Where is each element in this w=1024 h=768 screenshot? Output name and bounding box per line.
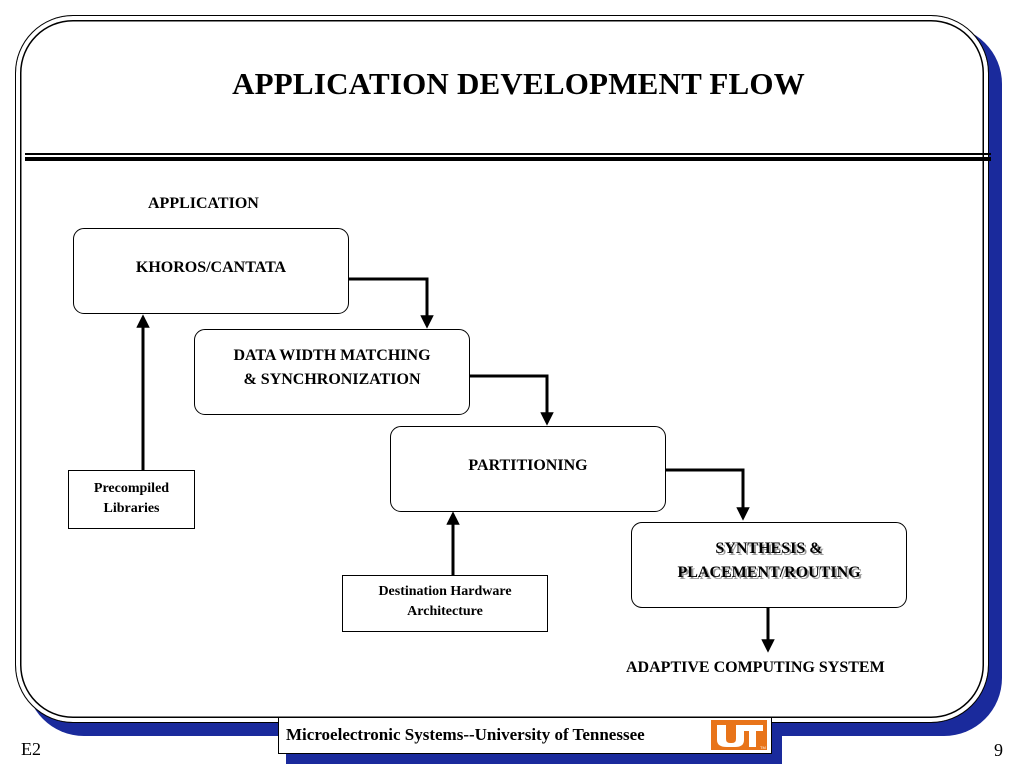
input-hardware-line1: Destination Hardware bbox=[378, 584, 512, 599]
step-data-width-line2: & SYNCHRONIZATION bbox=[243, 371, 421, 388]
title-rule-thick bbox=[25, 157, 991, 161]
input-destination-hardware: Destination Hardware Architecture bbox=[342, 575, 548, 632]
application-label: APPLICATION bbox=[148, 195, 259, 212]
title-rule-thin bbox=[25, 153, 991, 155]
step-data-width-matching: DATA WIDTH MATCHING & SYNCHRONIZATION bbox=[194, 329, 470, 415]
input-libraries-line2: Libraries bbox=[103, 501, 160, 516]
svg-text:TM: TM bbox=[760, 745, 766, 750]
step-data-width-line1: DATA WIDTH MATCHING bbox=[233, 347, 431, 364]
input-hardware-line2: Architecture bbox=[407, 604, 483, 619]
input-precompiled-libraries: Precompiled Libraries bbox=[68, 470, 195, 529]
connector-partitioning-to-synthesis bbox=[665, 468, 750, 521]
step-partitioning: PARTITIONING bbox=[390, 426, 666, 512]
footer-banner: Microelectronic Systems--University of T… bbox=[278, 717, 772, 754]
step-partitioning-label: PARTITIONING bbox=[468, 457, 588, 474]
step-synthesis-line1: SYNTHESIS & bbox=[715, 540, 823, 557]
footer-text: Microelectronic Systems--University of T… bbox=[286, 725, 645, 744]
step-synthesis-line2: PLACEMENT/ROUTING bbox=[677, 564, 861, 581]
input-libraries-line1: Precompiled bbox=[93, 481, 170, 496]
output-label: ADAPTIVE COMPUTING SYSTEM bbox=[626, 659, 885, 676]
connector-datawidth-to-partitioning bbox=[469, 374, 554, 426]
slide-code: E2 bbox=[21, 739, 41, 759]
page-number: 9 bbox=[994, 740, 1003, 760]
step-khoros-cantata: KHOROS/CANTATA bbox=[73, 228, 349, 314]
slide-title: APPLICATION DEVELOPMENT FLOW bbox=[232, 66, 805, 101]
step-khoros-cantata-label: KHOROS/CANTATA bbox=[135, 259, 287, 276]
step-synthesis-placement: SYNTHESIS & PLACEMENT/ROUTING bbox=[631, 522, 907, 608]
ut-logo-icon: TM bbox=[711, 720, 767, 750]
connector-khoros-to-datawidth bbox=[348, 277, 434, 329]
